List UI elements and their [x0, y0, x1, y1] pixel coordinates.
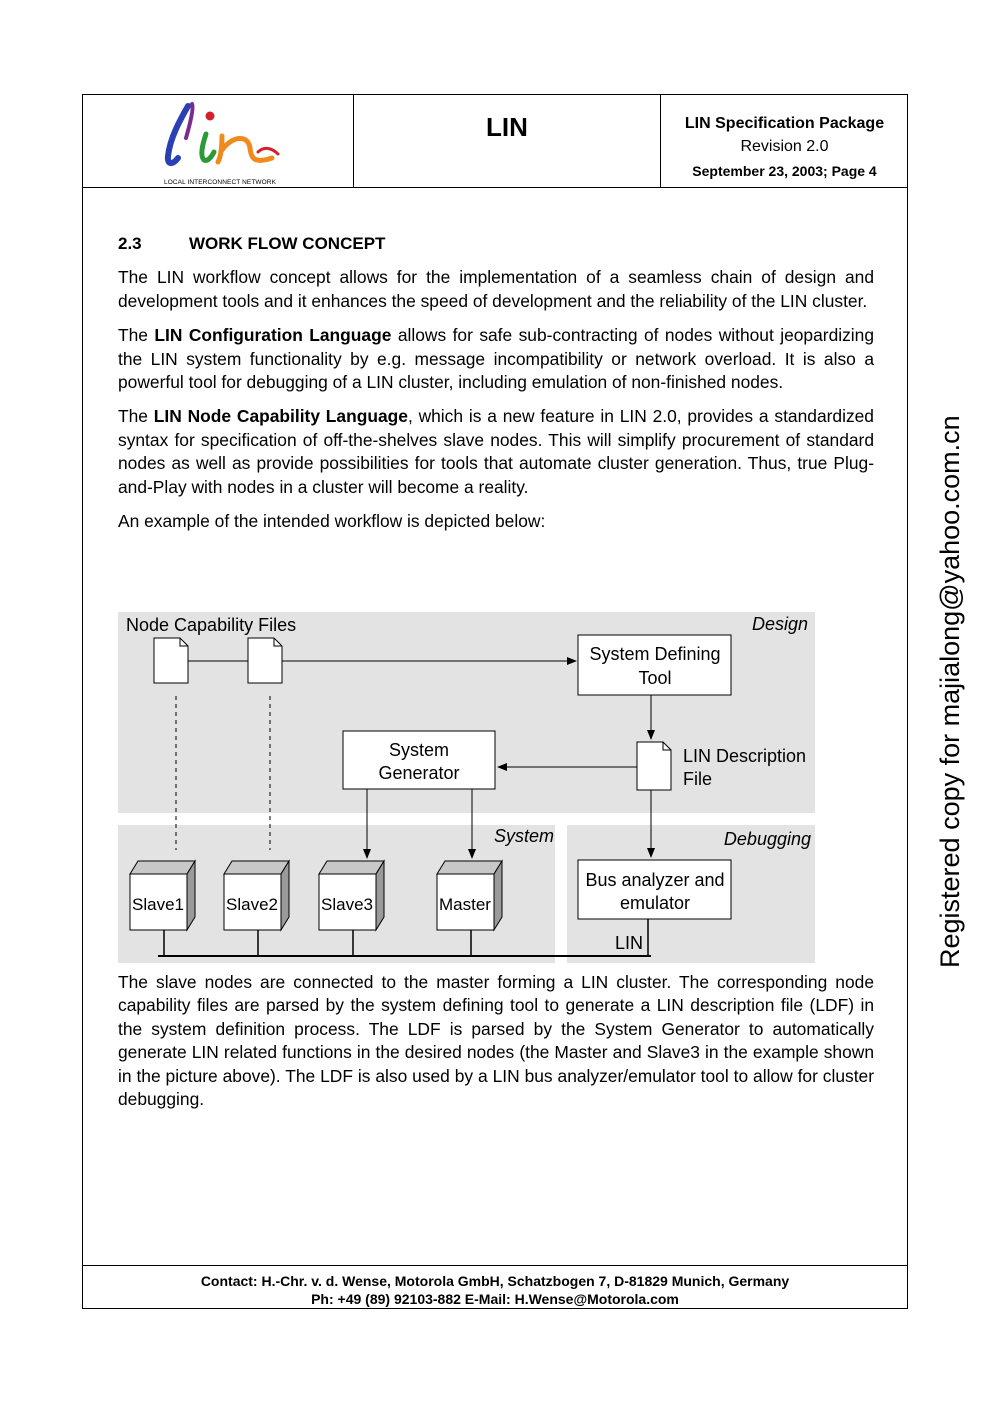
revision: Revision 2.0	[740, 138, 829, 155]
section-number: 2.3	[118, 234, 142, 253]
slave3-label: Slave3	[321, 895, 373, 914]
package-cell: LIN Specification Package Revision 2.0 S…	[661, 94, 908, 187]
registered-copy-note: Registered copy for majialong@yahoo.com.…	[935, 415, 965, 968]
master-label: Master	[439, 895, 491, 914]
system-defining-line1: System Defining	[589, 644, 720, 664]
workflow-diagram: Node Capability Files Design System Debu…	[118, 612, 815, 963]
paragraph-1: The LIN workflow concept allows for the …	[118, 267, 874, 311]
slave1-label: Slave1	[132, 895, 184, 914]
generator-line1: System	[389, 740, 449, 760]
ldf-file-icon	[636, 741, 672, 791]
system-label: System	[494, 826, 554, 846]
node-capability-label: Node Capability Files	[126, 615, 296, 635]
bus-analyzer-box	[577, 859, 732, 920]
design-label: Design	[752, 614, 808, 634]
lin-bus-label: LIN	[615, 933, 643, 953]
bus-analyzer-line1: Bus analyzer and	[585, 870, 724, 890]
capability-file-icon-1	[153, 637, 189, 684]
p3-bold: LIN Node Capability Language	[153, 406, 408, 427]
generator-line2: Generator	[378, 763, 459, 783]
slave2-label: Slave2	[226, 895, 278, 914]
lin-logo: LOCAL INTERCONNECT NETWORK	[164, 102, 280, 186]
p2-pre: The	[118, 325, 155, 346]
master-node	[436, 859, 503, 932]
system-generator-box	[342, 730, 496, 790]
page-header: LOCAL INTERCONNECT NETWORK LIN LIN Speci…	[82, 94, 908, 188]
page-footer: Contact: H.-Chr. v. d. Wense, Motorola G…	[82, 1265, 908, 1309]
logo-caption: LOCAL INTERCONNECT NETWORK	[164, 179, 277, 186]
slave3-node	[318, 859, 385, 932]
section-heading: 2.3 WORK FLOW CONCEPT	[118, 232, 874, 255]
package-name: LIN Specification Package	[684, 115, 885, 132]
debugging-label: Debugging	[724, 829, 811, 849]
bus-analyzer-line2: emulator	[620, 893, 690, 913]
p2-bold: LIN Configuration Language	[154, 325, 392, 346]
p3-pre: The	[118, 406, 154, 427]
section-title: WORK FLOW CONCEPT	[189, 234, 386, 253]
footer-contact: Contact: H.-Chr. v. d. Wense, Motorola G…	[200, 1273, 790, 1289]
system-defining-line2: Tool	[638, 668, 671, 688]
date-page: September 23, 2003; Page 4	[692, 163, 877, 179]
slave2-node	[223, 859, 290, 932]
page-frame	[82, 94, 908, 1309]
title-cell: LIN	[354, 94, 661, 187]
system-defining-tool-box	[577, 634, 732, 696]
paragraph-5: The slave nodes are connected to the mas…	[118, 972, 874, 1110]
ldf-line1: LIN Description	[683, 746, 806, 766]
p2-post: allows for safe sub-contracting of nodes…	[118, 325, 875, 393]
logo-cell: LOCAL INTERCONNECT NETWORK	[82, 94, 354, 187]
footer-phone-email: Ph: +49 (89) 92103-882 E-Mail: H.Wense@M…	[311, 1291, 679, 1307]
paragraph-3: The LIN Node Capability Language, which …	[118, 405, 874, 499]
p3-post: , which is a new feature in LIN 2.0, pro…	[118, 406, 874, 497]
body-content: 2.3 WORK FLOW CONCEPT The LIN workflow co…	[118, 232, 874, 544]
capability-file-icon-2	[247, 637, 283, 684]
paragraph-2: The LIN Configuration Language allows fo…	[118, 324, 874, 394]
slave1-node	[129, 859, 196, 932]
ldf-line2: File	[683, 769, 712, 789]
header-title: LIN	[486, 112, 528, 142]
paragraph-4: An example of the intended workflow is d…	[118, 511, 546, 532]
